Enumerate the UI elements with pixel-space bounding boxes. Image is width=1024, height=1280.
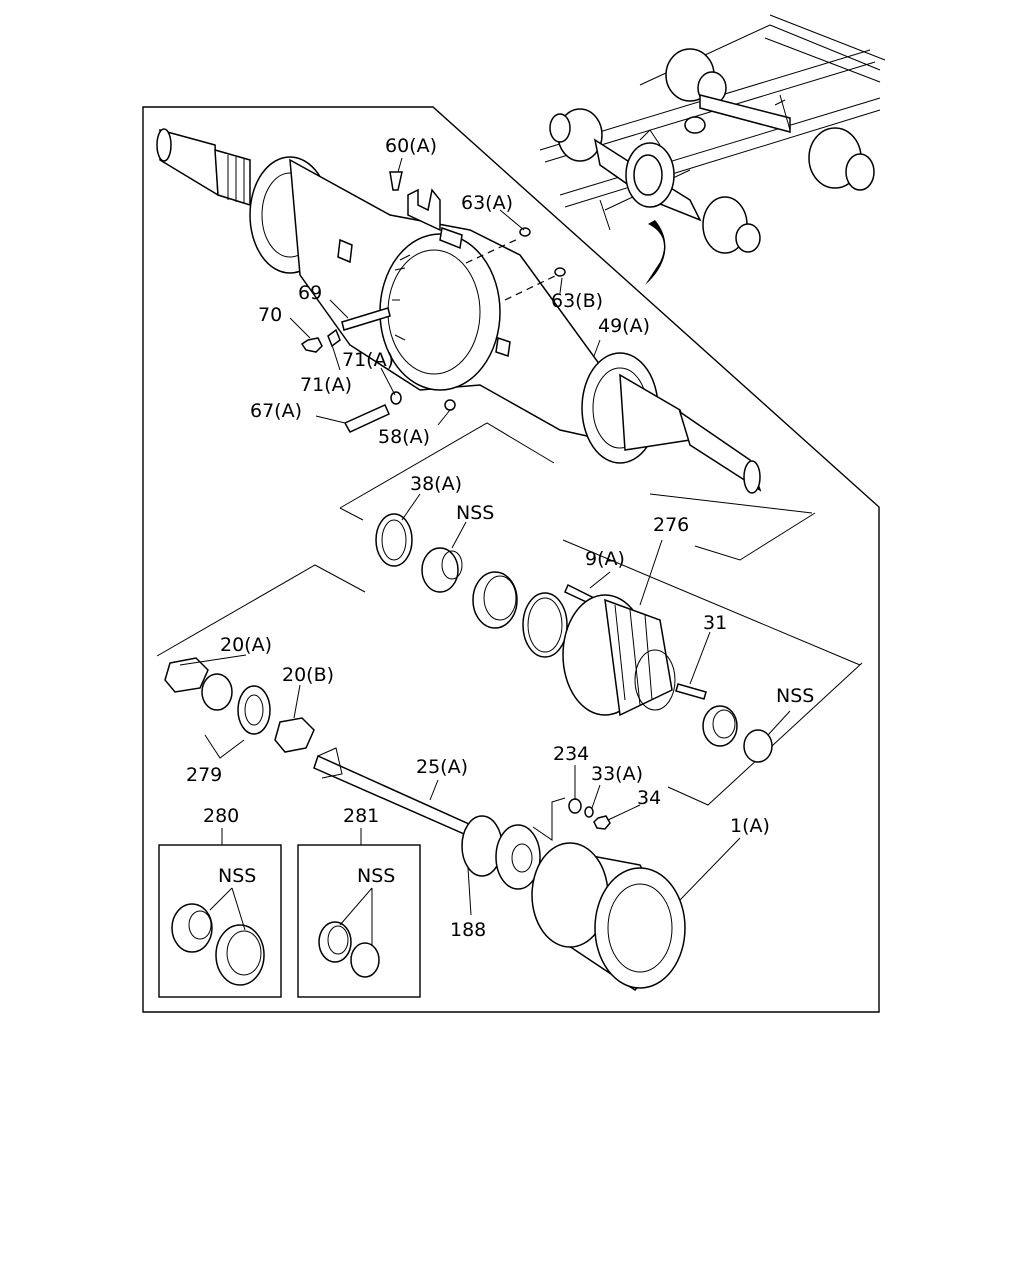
label-20a: 20(A) xyxy=(220,634,272,656)
label-49a: 49(A) xyxy=(598,315,650,337)
label-188: 188 xyxy=(450,919,486,941)
axle-housing-49a xyxy=(156,128,762,494)
label-38a: 38(A) xyxy=(410,473,462,495)
vehicle-chassis-inset xyxy=(539,14,886,285)
label-276: 276 xyxy=(653,514,689,536)
hub-assembly xyxy=(156,422,863,991)
label-63b: 63(B) xyxy=(551,290,603,312)
label-34: 34 xyxy=(637,787,661,809)
label-71a-top: 71(A) xyxy=(342,349,394,371)
label-60a: 60(A) xyxy=(385,135,437,157)
label-nss-right: NSS xyxy=(776,685,814,707)
label-63a: 63(A) xyxy=(461,192,513,214)
label-279: 279 xyxy=(186,764,222,786)
label-9a: 9(A) xyxy=(585,548,625,570)
label-71a-left: 71(A) xyxy=(300,374,352,396)
part-281-box xyxy=(297,844,421,998)
label-25a: 25(A) xyxy=(416,756,468,778)
inset-pointer-arrow xyxy=(645,220,666,285)
label-1a: 1(A) xyxy=(730,815,770,837)
label-281: 281 xyxy=(343,805,379,827)
label-nss-281: NSS xyxy=(357,865,395,887)
label-280: 280 xyxy=(203,805,239,827)
label-nss-280: NSS xyxy=(218,865,256,887)
label-67a: 67(A) xyxy=(250,400,302,422)
label-58a: 58(A) xyxy=(378,426,430,448)
label-69: 69 xyxy=(298,282,322,304)
label-33a: 33(A) xyxy=(591,763,643,785)
label-234: 234 xyxy=(553,743,589,765)
label-20b: 20(B) xyxy=(282,664,334,686)
part-280-box xyxy=(158,844,282,998)
label-31: 31 xyxy=(703,612,727,634)
diagram-frame xyxy=(142,106,880,1013)
leader-lines xyxy=(179,157,791,916)
label-70: 70 xyxy=(258,304,282,326)
label-nss-top: NSS xyxy=(456,502,494,524)
